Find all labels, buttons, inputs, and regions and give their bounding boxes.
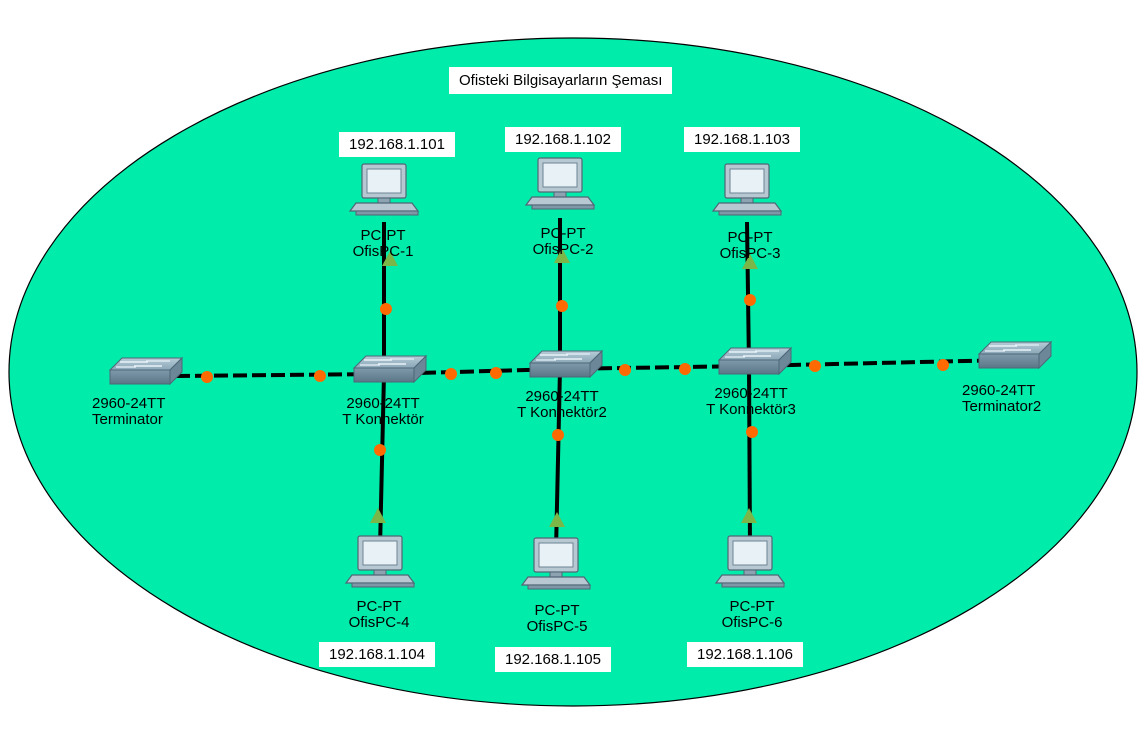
port-triangle-pc1 xyxy=(382,251,398,266)
sw-t1-model: 2960-24TT xyxy=(346,395,420,412)
port-dot-sw-term1-sw-t1-1 xyxy=(314,370,326,382)
switch-icon-sw-term2[interactable] xyxy=(978,341,1052,369)
switch-icon-sw-t3[interactable] xyxy=(718,347,792,375)
pc4-label: PC-PT OfisPC-4 xyxy=(329,599,429,631)
port-triangle-pc4 xyxy=(370,508,386,523)
port-dot-sw-t3-pc3-0 xyxy=(744,294,756,306)
pc2-name: OfisPC-2 xyxy=(532,241,594,258)
pc6-model: PC-PT xyxy=(729,598,775,615)
sw-t2-label: 2960-24TT T Konnektör2 xyxy=(502,389,622,421)
sw-term2-model: 2960-24TT xyxy=(962,382,1036,399)
port-dot-sw-t2-sw-t3-0 xyxy=(619,364,631,376)
port-triangle-pc5 xyxy=(549,512,565,527)
port-dot-sw-t1-sw-t2-1 xyxy=(490,367,502,379)
pc4-name: OfisPC-4 xyxy=(348,614,410,631)
ports-layer xyxy=(201,248,949,527)
pc2-model: PC-PT xyxy=(540,225,586,242)
port-dot-sw-term1-sw-t1-0 xyxy=(201,371,213,383)
link-sw-t3-sw-term2 xyxy=(748,358,1010,368)
pc6-name: OfisPC-6 xyxy=(721,614,783,631)
sw-t3-model: 2960-24TT xyxy=(714,385,788,402)
port-triangle-pc6 xyxy=(741,508,757,523)
pc2-label: PC-PT OfisPC-2 xyxy=(513,226,613,258)
sw-term1-model: 2960-24TT xyxy=(92,395,166,412)
ip-label-pc6: 192.168.1.106 xyxy=(687,642,803,667)
pc5-label: PC-PT OfisPC-5 xyxy=(507,603,607,635)
sw-t2-model: 2960-24TT xyxy=(525,388,599,405)
pc1-model: PC-PT xyxy=(360,227,406,244)
ip-label-pc1: 192.168.1.101 xyxy=(339,132,455,157)
pc5-model: PC-PT xyxy=(534,602,580,619)
port-dot-sw-t2-pc5-0 xyxy=(552,429,564,441)
sw-term1-label: 2960-24TT Terminator xyxy=(92,396,192,428)
sw-t1-label: 2960-24TT T Konnektör xyxy=(328,396,438,428)
port-dot-sw-t1-pc1-0 xyxy=(380,303,392,315)
link-sw-term1-sw-t1 xyxy=(175,372,385,378)
pc4-model: PC-PT xyxy=(356,598,402,615)
sw-term2-name: Terminator2 xyxy=(962,398,1042,415)
port-dot-sw-t2-sw-t3-1 xyxy=(679,363,691,375)
sw-term2-label: 2960-24TT Terminator2 xyxy=(962,383,1062,415)
sw-t1-name: T Konnektör xyxy=(342,411,424,428)
pc5-name: OfisPC-5 xyxy=(526,618,588,635)
pc3-label: PC-PT OfisPC-3 xyxy=(700,230,800,262)
port-triangle-pc2 xyxy=(554,248,570,263)
link-sw-t3-pc3 xyxy=(745,221,751,367)
pc1-label: PC-PT OfisPC-1 xyxy=(333,228,433,260)
switch-icon-sw-term1[interactable] xyxy=(109,357,183,385)
port-dot-sw-t1-pc4-0 xyxy=(374,444,386,456)
sw-t3-name: T Konnektör3 xyxy=(706,401,796,418)
pc3-name: OfisPC-3 xyxy=(719,245,781,262)
port-dot-sw-t3-sw-term2-0 xyxy=(809,360,821,372)
ip-label-pc3: 192.168.1.103 xyxy=(684,127,800,152)
port-dot-sw-t3-pc6-0 xyxy=(746,426,758,438)
switch-icon-sw-t2[interactable] xyxy=(529,350,603,378)
switch-icon-sw-t1[interactable] xyxy=(353,355,427,383)
sw-t3-label: 2960-24TT T Konnektör3 xyxy=(691,386,811,418)
port-dot-sw-t3-sw-term2-1 xyxy=(937,359,949,371)
ip-label-pc2: 192.168.1.102 xyxy=(505,127,621,152)
sw-t2-name: T Konnektör2 xyxy=(517,404,607,421)
ip-label-pc5: 192.168.1.105 xyxy=(495,647,611,672)
port-triangle-pc3 xyxy=(742,254,758,269)
pc3-model: PC-PT xyxy=(727,229,773,246)
port-dot-sw-t2-pc2-0 xyxy=(556,300,568,312)
pc6-label: PC-PT OfisPC-6 xyxy=(702,599,802,631)
pc1-name: OfisPC-1 xyxy=(352,243,414,260)
sw-term1-name: Terminator xyxy=(92,411,163,428)
port-dot-sw-t1-sw-t2-0 xyxy=(445,368,457,380)
diagram-title: Ofisteki Bilgisayarların Şeması xyxy=(449,67,673,94)
ip-label-pc4: 192.168.1.104 xyxy=(319,642,435,667)
